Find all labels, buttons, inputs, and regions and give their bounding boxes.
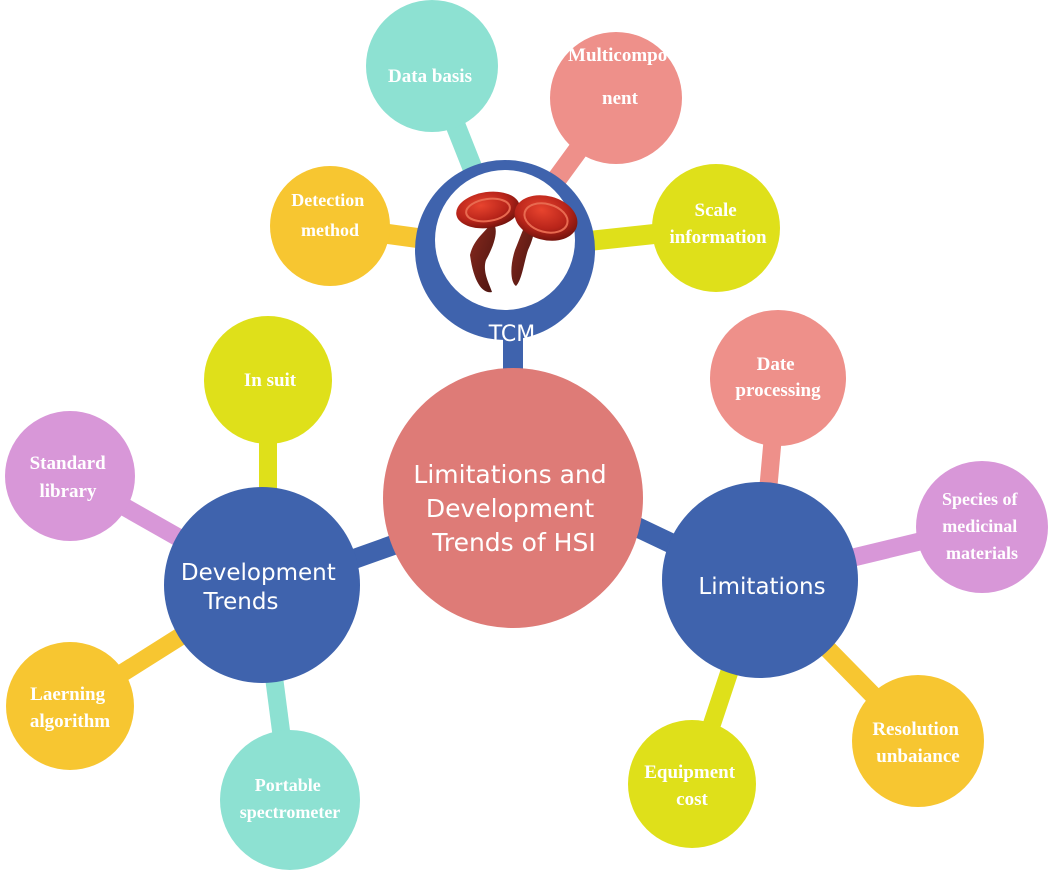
svg-text:Data basis: Data basis [388,66,472,87]
svg-text:Development Trends: Development Trends [181,560,343,615]
hub-limitations: Limitations [662,482,858,678]
svg-text:Detection method: Detection method [291,190,368,240]
multicomponent-label-line1: Multicompo [568,45,667,66]
species-label-line3: materials [946,543,1018,563]
resolution-label-line1: Resolution [872,719,959,740]
svg-text:Portable spectrometer: Portable spectrometer [240,775,341,822]
svg-text:Scale information: Scale information [669,200,767,248]
center-label-line1: Limitations and [413,460,606,489]
limitations-label: Limitations [698,574,825,600]
equipment-cost-label-line1: Equipment [644,762,735,783]
svg-text:Standard library: Standard library [30,453,111,502]
svg-text:In suit: In suit [244,370,297,391]
hub-development-trends: Development Trends [164,487,360,683]
hub-tcm: TCM [415,160,595,347]
laerning-algorithm-label-line2: algorithm [30,711,110,732]
date-processing-label-line2: processing [735,380,821,401]
node-equipment-cost: Equipment cost [628,720,756,848]
laerning-algorithm-label-line1: Laerning [30,684,105,705]
detection-method-label-line2: method [301,220,359,240]
standard-library-label-line1: Standard [30,453,106,474]
svg-text:Resolution unbaiance: Resolution unbaiance [872,719,963,767]
svg-text:Date processing: Date processing [735,354,821,401]
node-multicomponent: Multicompo nent [550,32,682,164]
center-node: Limitations and Development Trends of HS… [383,368,643,628]
standard-library-label-line2: library [40,481,97,502]
multicomponent-label-line2: nent [602,88,639,109]
svg-text:TCM: TCM [488,322,536,347]
species-label-line2: medicinal [942,516,1017,536]
mushroom-icon [456,191,578,293]
center-label-line2: Development [426,494,594,523]
node-scale-information: Scale information [652,164,780,292]
svg-text:Laerning algorithm: Laerning algorithm [30,684,110,732]
node-standard-library: Standard library [5,411,135,541]
svg-text:Equipment cost: Equipment cost [644,762,740,810]
svg-text:Species of medicinal: Species of medicinal materials [942,489,1022,563]
tcm-label: TCM [488,322,536,347]
date-processing-label-line1: Date [757,354,795,375]
portable-spectrometer-label-line2: spectrometer [240,802,341,822]
scale-information-label-line1: Scale [695,200,737,221]
development-trends-label-line2: Trends [203,589,279,615]
development-trends-label-line1: Development [181,560,336,586]
svg-text:Limitations: Limitations [698,574,825,600]
node-resolution-unbaiance: Resolution unbaiance [852,675,984,807]
data-basis-label: Data basis [388,66,472,87]
node-species-medicinal-materials: Species of medicinal materials [916,461,1048,593]
scale-information-label-line2: information [669,227,767,248]
center-label-line3: Trends of HSI [431,528,595,557]
svg-text:Multicompo nent: Multicompo nent [568,45,672,109]
node-detection-method: Detection method [270,166,390,286]
node-date-processing: Date processing [710,310,846,446]
detection-method-label-line1: Detection [291,190,364,210]
svg-text:Limitations and Developm: Limitations and Development Trends of HS… [413,460,614,557]
node-laerning-algorithm: Laerning algorithm [6,642,134,770]
portable-spectrometer-label-line1: Portable [255,775,321,795]
species-label-line1: Species of [942,489,1018,509]
node-data-basis: Data basis [366,0,498,132]
resolution-label-line2: unbaiance [876,746,959,767]
node-in-suit: In suit [204,316,332,444]
in-suit-label: In suit [244,370,297,391]
node-portable-spectrometer: Portable spectrometer [220,730,360,870]
equipment-cost-label-line2: cost [676,789,708,810]
